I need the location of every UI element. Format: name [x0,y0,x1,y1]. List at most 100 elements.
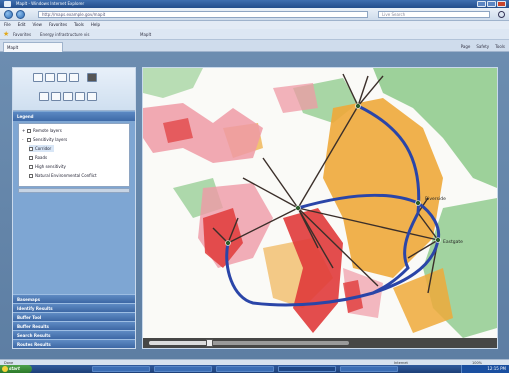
address-bar[interactable]: http://maps.example.gov/mapit [38,11,368,18]
zoom-out-icon[interactable] [45,73,55,82]
checkbox[interactable] [29,147,33,151]
buffer-icon[interactable] [63,92,73,101]
favorite-link[interactable]: Energy infrastructure vis [40,32,90,37]
time-slider[interactable] [149,341,349,345]
accordion-search-results[interactable]: Search Results [13,330,135,339]
status-text: Done [4,361,14,365]
taskbar-button[interactable] [154,366,212,372]
menu-favorites[interactable]: Favorites [48,22,68,27]
accordion: Basemaps Identify Results Buffer Tool Bu… [13,294,135,348]
transmission-line [342,73,359,107]
search-input[interactable]: Live Search [378,11,490,18]
favorites-bar: ★ Favorites Energy infrastructure vis Ma… [0,29,509,40]
checkbox[interactable] [29,165,33,169]
legend-item[interactable]: High sensitivity [29,163,66,170]
favorites-button[interactable]: Favorites [13,32,32,37]
node [225,240,231,246]
checkbox[interactable] [29,174,33,178]
expand-toggle[interactable]: + [22,128,26,133]
legend-item[interactable]: Roads [29,154,47,161]
map-timeline-bar [143,338,497,348]
slider-fill [149,341,209,345]
map-view[interactable]: Riverside Eastgate [142,67,498,349]
tools-menu[interactable]: Tools [495,44,505,49]
menu-tools[interactable]: Tools [74,22,84,27]
ie-icon [4,1,11,7]
legend-item[interactable]: Natural Environmental Conflict [29,172,97,179]
route [225,193,441,307]
accordion-routes-results[interactable]: Routes Results [13,339,135,348]
taskbar-button[interactable] [340,366,398,372]
transmission-line [297,207,439,241]
zoom-level[interactable]: 100% [472,361,483,365]
transmission-line [262,157,299,209]
pan-icon[interactable] [57,73,67,82]
menu-view[interactable]: View [32,22,42,27]
back-icon[interactable] [4,10,13,19]
legend-item-selected[interactable]: Corridor [29,145,55,152]
map-toolbar [13,68,135,111]
legend-item-label: High sensitivity [35,164,66,169]
safety-menu[interactable]: Safety [476,44,490,49]
print-icon[interactable] [75,92,85,101]
transmission-line [357,75,369,107]
pink-zone [273,83,318,113]
transmission-lines [212,73,439,294]
transmission-line [417,212,439,241]
menu-file[interactable]: File [4,22,11,27]
checkbox[interactable] [27,138,31,142]
full-extent-icon[interactable] [69,73,79,82]
transmission-line [227,207,299,244]
tab-bar: MapIt Page Safety Tools [0,40,509,52]
map-canvas[interactable]: Riverside Eastgate [143,68,497,348]
legend-item[interactable]: -Sensitivity layers [22,136,67,143]
tab-mapit[interactable]: MapIt [3,42,63,52]
menu-bar: File Edit View Favorites Tools Help [0,21,509,29]
taskbar-button[interactable] [216,366,274,372]
clear-icon[interactable] [87,92,97,101]
maximize-button[interactable] [487,1,496,7]
identify-icon[interactable] [39,92,49,101]
close-button[interactable] [497,1,506,7]
legend-item[interactable]: + Remote layers [22,127,62,134]
transmission-line [212,227,229,244]
accordion-identify-results[interactable]: Identify Results [13,303,135,312]
navigation-bar: http://maps.example.gov/mapit Live Searc… [0,8,509,21]
select-icon[interactable] [87,73,97,82]
favorite-link[interactable]: MapIt [140,32,152,37]
forward-icon[interactable] [16,10,25,19]
transmission-line [297,207,379,287]
page-menu[interactable]: Page [460,44,471,49]
start-button[interactable]: start [0,365,32,373]
node [435,237,441,243]
checkbox[interactable] [29,156,33,160]
left-panel: Legend + Remote layers -Sensitivity layer… [12,67,136,349]
status-bar: Done Internet 100% [0,359,509,365]
start-label: start [9,366,20,371]
legend-title[interactable]: Legend [13,112,135,121]
orange-zone [393,268,453,333]
search-icon[interactable] [498,11,505,18]
slider-thumb[interactable] [206,339,213,347]
menu-help[interactable]: Help [90,22,101,27]
star-icon[interactable]: ★ [3,30,10,38]
taskbar-button-active[interactable] [278,366,336,372]
legend-scrollbar[interactable] [18,188,130,193]
taskbar-button[interactable] [92,366,150,372]
route [371,266,410,295]
measure-icon[interactable] [51,92,61,101]
transmission-line [297,207,334,269]
node [415,200,421,206]
clock: 12:15 PM [487,366,506,371]
nodes [225,103,441,246]
zoom-in-icon[interactable] [33,73,43,82]
collapse-toggle[interactable]: - [22,137,24,142]
menu-edit[interactable]: Edit [17,22,26,27]
legend-item-label: Roads [35,155,48,160]
accordion-buffer-results[interactable]: Buffer Results [13,321,135,330]
checkbox[interactable] [27,129,31,133]
accordion-basemaps[interactable]: Basemaps [13,294,135,303]
accordion-buffer-tool[interactable]: Buffer Tool [13,312,135,321]
legend-item-label: Remote layers [33,128,62,133]
minimize-button[interactable] [477,1,486,7]
